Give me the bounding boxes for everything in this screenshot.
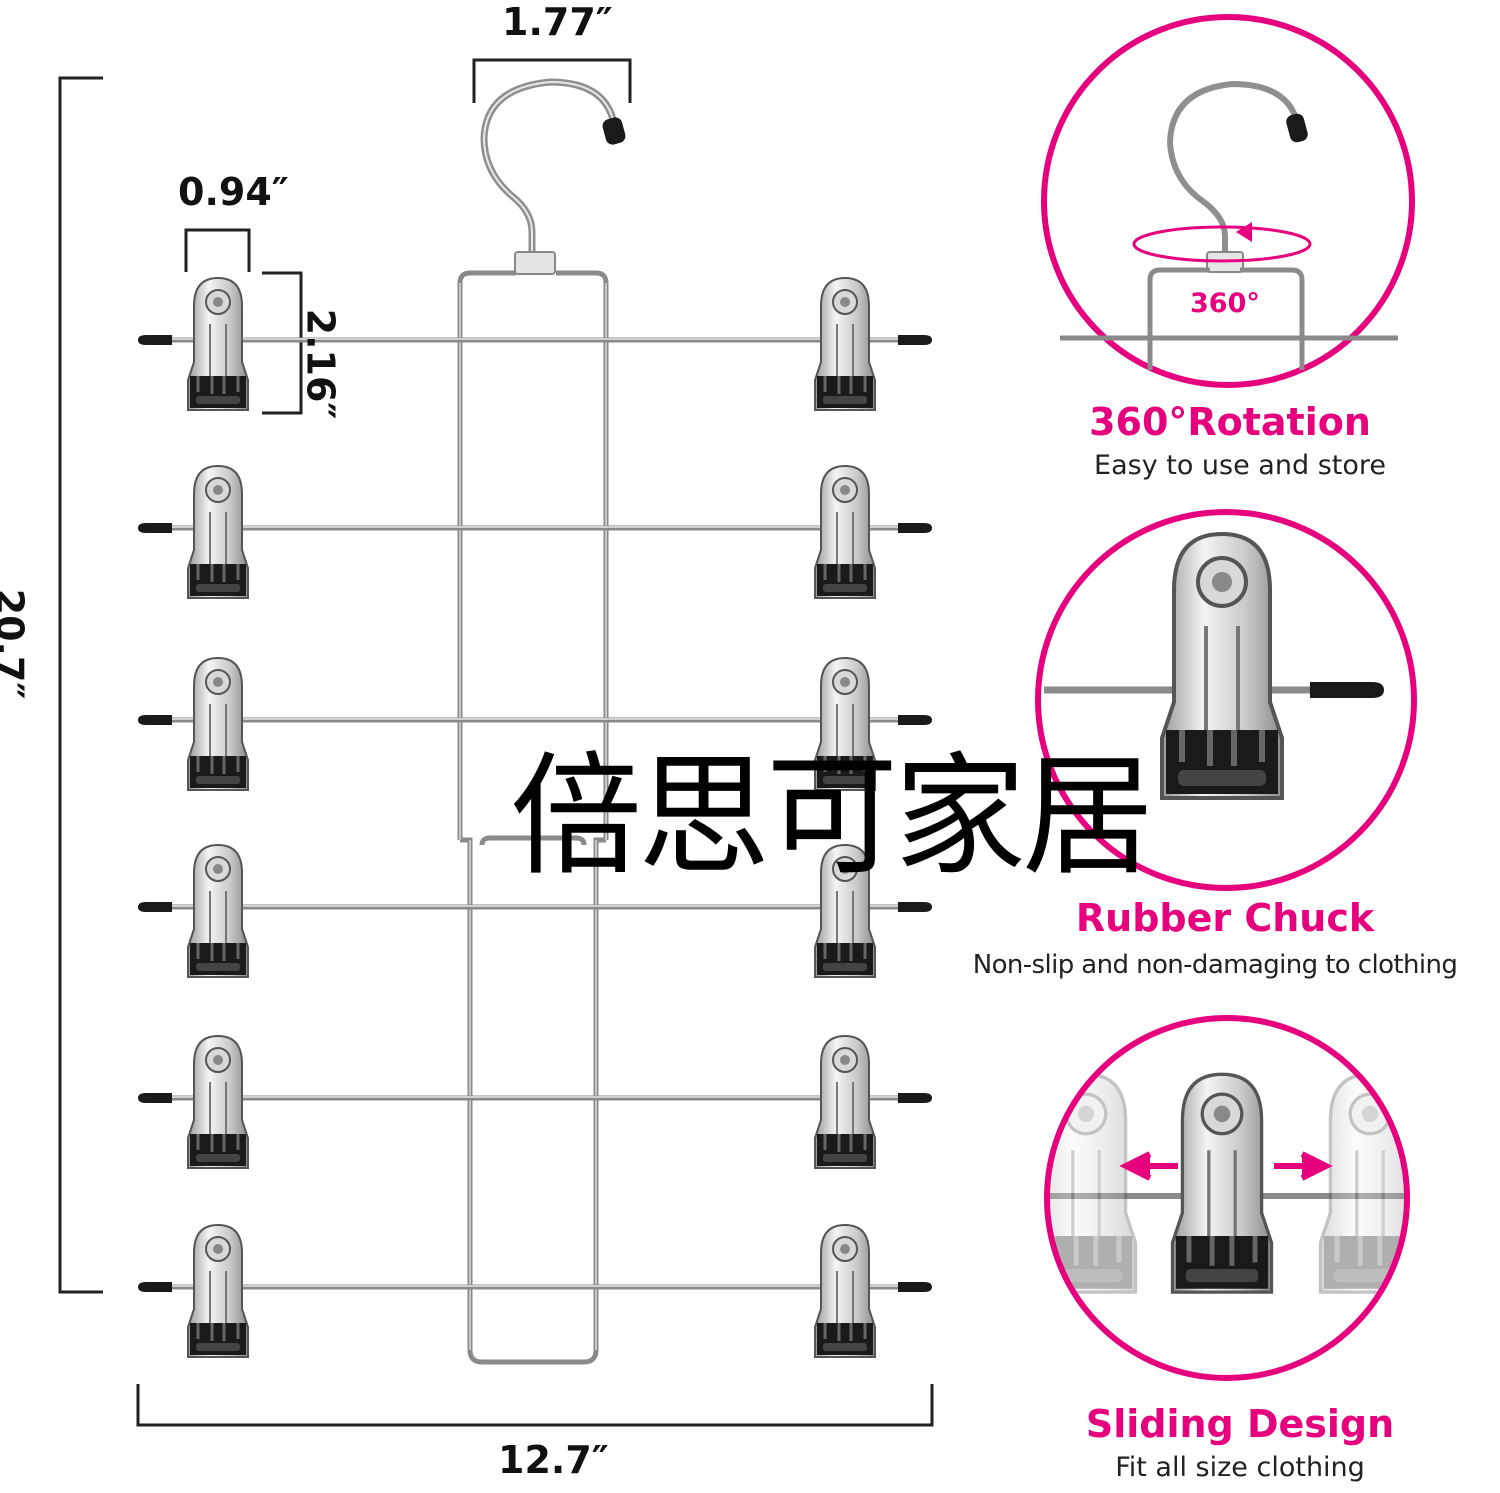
watermark: 倍思可家居 — [510, 740, 1154, 894]
hook — [480, 78, 626, 275]
dimension-bracket-clip-height — [262, 271, 303, 415]
hanger-tier — [138, 656, 932, 792]
rotation-title: 360°Rotation — [1089, 400, 1371, 444]
clip — [813, 1034, 877, 1170]
hanger-tiers — [138, 276, 932, 1359]
clip-height-label: 2.16″ — [298, 308, 343, 420]
clip — [186, 1034, 250, 1170]
clip-width-label: 0.94″ — [178, 170, 289, 214]
feature-circle-rubber-chuck — [1035, 509, 1417, 891]
rubber-chuck-subtitle: Non-slip and non-damaging to clothing — [972, 950, 1458, 980]
dimension-bracket-total-height — [58, 76, 103, 1294]
rod-end-cap — [138, 335, 172, 345]
hook-width-label: 1.77″ — [502, 0, 613, 44]
hanger-tier — [138, 843, 932, 979]
hanger-tier — [138, 276, 932, 412]
hanger-tier — [138, 1223, 932, 1359]
rod-end-cap — [138, 1093, 172, 1103]
clip — [813, 276, 877, 412]
dimension-bracket-hook-width — [472, 58, 632, 103]
sliding-design-title: Sliding Design — [1085, 1402, 1395, 1446]
feature-circle-sliding — [1044, 1015, 1410, 1381]
rotation-inset-label: 360° — [1190, 288, 1260, 319]
rod-end-cap — [898, 902, 932, 912]
clip — [186, 656, 250, 792]
hanger-tier — [138, 1034, 932, 1170]
clip — [813, 1223, 877, 1359]
rotation-subtitle: Easy to use and store — [1094, 450, 1386, 481]
total-height-label: 20.7″ — [0, 588, 32, 700]
feature-circle-rotation — [1041, 14, 1415, 388]
clip — [186, 1223, 250, 1359]
clip — [186, 843, 250, 979]
total-width-label: 12.7″ — [498, 1438, 609, 1482]
clip — [186, 276, 250, 412]
dimension-bracket-clip-width — [184, 228, 251, 272]
rod-end-cap — [138, 902, 172, 912]
rod-end-cap — [898, 523, 932, 533]
sliding-design-subtitle: Fit all size clothing — [1115, 1452, 1365, 1483]
rod-end-cap — [898, 1282, 932, 1292]
dimension-bracket-total-width — [136, 1384, 934, 1427]
rod-end-cap — [138, 1282, 172, 1292]
clip — [186, 464, 250, 600]
rod-end-cap — [138, 523, 172, 533]
clip — [813, 464, 877, 600]
rubber-chuck-title: Rubber Chuck — [1075, 896, 1375, 940]
rod-end-cap — [898, 1093, 932, 1103]
hanger-frame — [457, 270, 609, 1365]
rod-end-cap — [898, 335, 932, 345]
hanger-tier — [138, 464, 932, 600]
rod-end-cap — [138, 715, 172, 725]
